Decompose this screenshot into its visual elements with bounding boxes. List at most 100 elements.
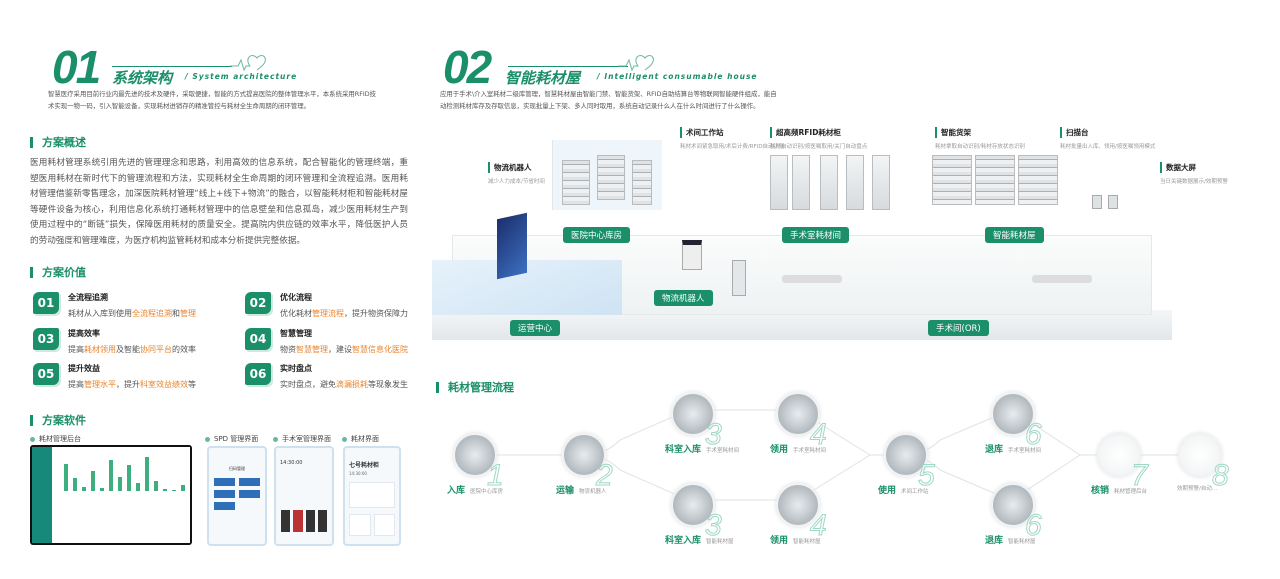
chart-bar [82, 486, 86, 491]
callout-subtitle: 耗材拿取自动识别/耗材存放状态识别 [935, 144, 1025, 150]
flow-step-number: 7 [1131, 459, 1149, 492]
value-text: 全流程追溯耗材从入库到使用全流程追溯和管理 [68, 292, 196, 319]
value-highlight: 全流程追溯 [132, 309, 172, 318]
value-text: 实时盘点实时盘点，避免滴漏损耗等现象发生 [280, 363, 408, 390]
callout-subtitle: 当日关键数据展示/效期预警 [1160, 179, 1228, 185]
value-desc-segment: 等 [188, 380, 196, 389]
flow-step-location: 手术室耗材间 [1008, 448, 1042, 454]
zone-label-5: 手术间(OR) [928, 320, 989, 336]
callout: 超高频RFID耗材柜耗材自动识别/按医嘱取用/关门自动盘点 [770, 127, 867, 150]
flow-step-label: 科室入库智能耗材屋 [665, 533, 734, 546]
flow-step-number: 6 [1025, 418, 1043, 451]
flow-node-image [453, 433, 497, 477]
flow-step-location: 智能耗材屋 [793, 539, 821, 545]
spd-title: 扫码管理 [229, 466, 245, 471]
value-desc-segment: 实时盘点，避免 [280, 380, 336, 389]
section-subtitle-text: Intelligent consumable house [604, 72, 758, 81]
flow-step-name: 领用 [770, 445, 789, 455]
zone-label-4: 运营中心 [510, 320, 561, 336]
divider [508, 66, 628, 67]
flow-step-location: 智能耗材屋 [1008, 539, 1036, 545]
flow-step-name: 使用 [878, 486, 897, 496]
value-desc-segment: ，提升物资保障力 [344, 309, 408, 318]
value-item: 05 提升效益提高管理水平，提升科室效益绩效等 [33, 363, 196, 390]
flow-step-name: 核销 [1091, 486, 1110, 496]
callout: 数据大屏当日关键数据展示/效期预警 [1160, 162, 1228, 185]
chart-bar [118, 476, 122, 491]
flow-step-number: 1 [487, 459, 505, 492]
flow-step-label: 入库医院中心库房 [447, 483, 503, 496]
admin-bar-chart [52, 447, 190, 543]
value-number-badge: 05 [33, 363, 59, 385]
callout-title: 超高频RFID耗材柜 [770, 127, 867, 138]
cabinet-time: 14:30:00 [349, 471, 367, 476]
or-time: 14:30:00 [280, 460, 303, 466]
value-desc-segment: 和 [172, 309, 180, 318]
section-subtitle-text: System architecture [192, 72, 298, 81]
value-title: 全流程追溯 [68, 293, 108, 302]
chart-bar [154, 481, 158, 491]
flow-step-label: 运输物流机器人 [556, 483, 607, 496]
value-text: 提升效益提高管理水平，提升科室效益绩效等 [68, 363, 196, 390]
section-number: 02 [443, 41, 492, 93]
value-highlight: 智慧管理 [296, 345, 328, 354]
zone-label-3: 物流机器人 [654, 290, 713, 306]
flow-step-number: 8 [1212, 459, 1230, 492]
flow-node-image [671, 483, 715, 527]
flow-step-name: 运输 [556, 486, 575, 496]
flow-step-number: 5 [918, 459, 936, 492]
software-heading: 方案软件 [30, 415, 86, 426]
callout: 术间工作站耗材术间紧急取用/术后计费/RFID自动识别 [680, 127, 785, 150]
chart-bar [64, 464, 68, 491]
value-highlight: 科室效益绩效 [140, 380, 188, 389]
value-highlight: 管理流程 [312, 309, 344, 318]
software-label: 耗材界面 [342, 434, 379, 444]
chart-bar [136, 482, 140, 491]
value-title: 优化流程 [280, 293, 312, 302]
value-desc-segment: 提高 [68, 345, 84, 354]
zone-label-2: 智能耗材屋 [985, 227, 1044, 243]
heartbeat-icon [618, 55, 654, 72]
flow-node-image [991, 483, 1035, 527]
flow-step-label: 核销耗材管理后台 [1091, 483, 1147, 496]
chart-bar [172, 489, 176, 491]
cabinet-title: 七号耗材柜 [349, 462, 380, 469]
section-intro: 应用于手术\介入室耗材二级库管理，智慧耗材屋由智能门禁、智能货架、RFID自助结… [440, 90, 777, 110]
cabinet-screenshot: 七号耗材柜 14:30:00 [343, 446, 401, 546]
value-description: 物资智慧管理，建设智慧信息化医院 [280, 344, 408, 355]
value-number-badge: 06 [245, 363, 271, 385]
flow-step-location: 效期预警/自动... [1177, 486, 1218, 492]
value-desc-segment: 耗材从入库到使用 [68, 309, 132, 318]
value-title: 智慧管理 [280, 329, 312, 338]
value-description: 实时盘点，避免滴漏损耗等现象发生 [280, 379, 408, 390]
section-subtitle-en: / Intelligent consumable house [597, 72, 758, 81]
value-title: 实时盘点 [280, 364, 312, 373]
callout-subtitle: 耗材批量出入库、领用/按医嘱领用模式 [1060, 144, 1156, 150]
flow-step-name: 科室入库 [665, 445, 702, 455]
flow-step-location: 物流机器人 [579, 489, 607, 495]
spd-screenshot: 扫码管理 [207, 446, 267, 546]
flow-step-label: 效期预警/自动... [1172, 483, 1217, 493]
flow-step-number: 3 [705, 418, 723, 451]
value-text: 优化流程优化耗材管理流程，提升物资保障力 [280, 292, 408, 319]
value-number-badge: 02 [245, 292, 271, 314]
value-highlight: 协同平台 [140, 345, 172, 354]
flow-step-name: 入库 [447, 486, 466, 496]
flow-step-location: 手术室耗材间 [706, 448, 740, 454]
flow-heading: 耗材管理流程 [436, 382, 514, 393]
flow-step-label: 使用术间工作站 [878, 483, 929, 496]
callout-title: 数据大屏 [1160, 162, 1228, 173]
flow-step-label: 领用手术室耗材间 [770, 442, 826, 455]
callout-subtitle: 减少人力成本/节省时间 [488, 179, 545, 185]
value-title: 提高效率 [68, 329, 100, 338]
callout: 扫描台耗材批量出入库、领用/按医嘱领用模式 [1060, 127, 1155, 150]
flow-step-location: 耗材管理后台 [1114, 489, 1148, 495]
flow-step-location: 智能耗材屋 [706, 539, 734, 545]
value-desc-segment: 的效率 [172, 345, 196, 354]
value-desc-segment: 等现象发生 [368, 380, 408, 389]
flow-step-name: 退库 [985, 445, 1004, 455]
flow-step-number: 2 [596, 459, 614, 492]
flow-step-location: 手术室耗材间 [793, 448, 827, 454]
value-number-badge: 01 [33, 292, 59, 314]
value-number-badge: 03 [33, 328, 59, 350]
